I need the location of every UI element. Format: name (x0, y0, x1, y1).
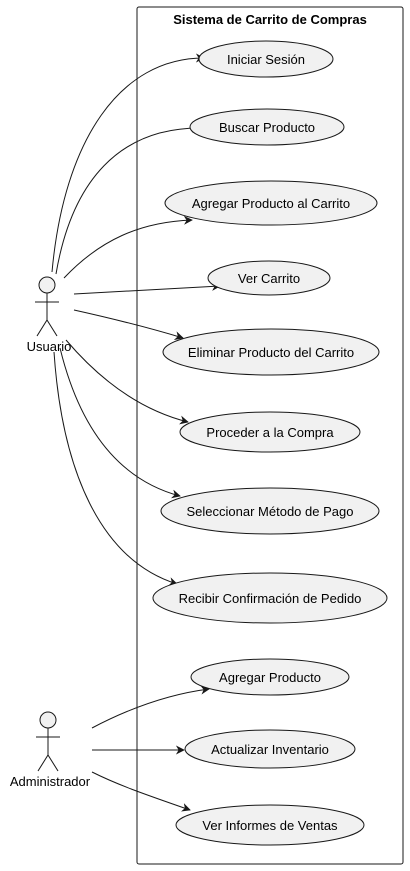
assoc-usuario-buscar-producto (55, 123, 201, 275)
usecase-recibir-confirmacion-pedido[interactable]: Recibir Confirmación de Pedido (152, 572, 388, 624)
actor-usuario-label: Usuario (27, 339, 72, 354)
svg-text:Agregar Producto al Carrito: Agregar Producto al Carrito (192, 196, 350, 211)
assoc-usuario-proceder-compra (65, 339, 189, 425)
actor-administrador: Administrador (10, 711, 91, 789)
assoc-admin-agregar-producto (91, 685, 210, 729)
assoc-usuario-eliminar-carrito (73, 309, 184, 340)
actor-usuario: Usuario (27, 276, 72, 354)
usecase-ver-carrito[interactable]: Ver Carrito (207, 260, 331, 296)
svg-text:Proceder a la Compra: Proceder a la Compra (206, 425, 334, 440)
assoc-usuario-agregar-carrito (63, 215, 193, 279)
assoc-usuario-iniciar-sesion (51, 53, 205, 273)
svg-text:Iniciar Sesión: Iniciar Sesión (227, 52, 305, 67)
svg-text:Ver Carrito: Ver Carrito (238, 271, 300, 286)
svg-text:Eliminar Producto del Carrito: Eliminar Producto del Carrito (188, 345, 354, 360)
usecase-agregar-producto-carrito[interactable]: Agregar Producto al Carrito (164, 180, 378, 226)
svg-text:Buscar Producto: Buscar Producto (219, 120, 315, 135)
system-title: Sistema de Carrito de Compras (173, 12, 367, 27)
assoc-usuario-ver-carrito (73, 281, 221, 295)
usecase-buscar-producto[interactable]: Buscar Producto (189, 108, 345, 146)
svg-text:Agregar Producto: Agregar Producto (219, 670, 321, 685)
assoc-usuario-seleccionar-pago (59, 347, 181, 499)
svg-text:Recibir Confirmación de Pedido: Recibir Confirmación de Pedido (179, 591, 362, 606)
usecase-ver-informes-ventas[interactable]: Ver Informes de Ventas (175, 804, 365, 846)
usecase-iniciar-sesion[interactable]: Iniciar Sesión (198, 40, 334, 78)
assoc-usuario-recibir-confirmacion (53, 351, 178, 586)
use-cases: Iniciar Sesión Buscar Producto Agregar P… (152, 40, 388, 846)
svg-text:Actualizar Inventario: Actualizar Inventario (211, 742, 329, 757)
svg-text:Seleccionar Método de Pago: Seleccionar Método de Pago (187, 504, 354, 519)
associations (51, 53, 221, 812)
actor-administrador-label: Administrador (10, 774, 91, 789)
assoc-admin-ver-informes (91, 771, 191, 812)
usecase-actualizar-inventario[interactable]: Actualizar Inventario (184, 729, 356, 769)
usecase-eliminar-producto-carrito[interactable]: Eliminar Producto del Carrito (162, 328, 380, 376)
usecase-seleccionar-metodo-pago[interactable]: Seleccionar Método de Pago (160, 487, 380, 535)
usecase-proceder-compra[interactable]: Proceder a la Compra (179, 411, 361, 453)
usecase-agregar-producto[interactable]: Agregar Producto (190, 658, 350, 696)
svg-text:Ver Informes de Ventas: Ver Informes de Ventas (202, 818, 338, 833)
